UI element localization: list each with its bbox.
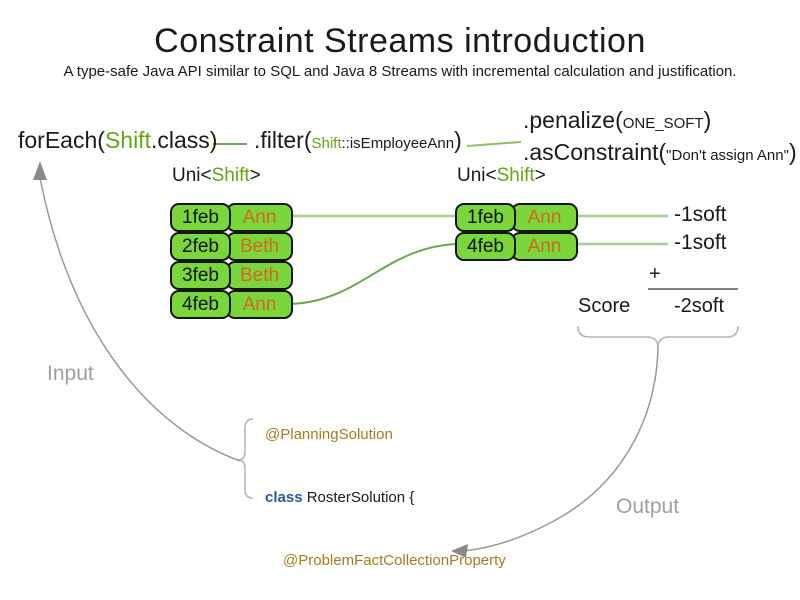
code-line-class-decl: class RosterSolution {: [265, 487, 517, 508]
asconstraint-post: ): [788, 139, 797, 165]
score-brace: [577, 325, 739, 347]
class-name: RosterSolution {: [302, 489, 415, 506]
shift-date-cell: 1feb: [455, 203, 516, 232]
penalize-expression: .penalize(ONE_SOFT): [523, 106, 797, 138]
class-keyword: class: [265, 489, 303, 506]
score-total: -2soft: [674, 295, 725, 317]
asconstraint-expression: .asConstraint("Don't assign Ann"): [523, 138, 797, 170]
page-subtitle: A type-safe Java API similar to SQL and …: [63, 63, 737, 80]
shift-employee-cell: Ann: [226, 290, 293, 319]
foreach-expression: forEach(Shift.class): [18, 127, 217, 154]
output-arrow-path: [463, 345, 659, 552]
shift-date-cell: 1feb: [170, 203, 231, 232]
input-arrowhead-icon: [33, 161, 47, 180]
penalize-post: ): [703, 107, 712, 133]
output-flow-label: Output: [616, 495, 680, 518]
foreach-post: .class): [150, 127, 218, 153]
roster-solution-code: @PlanningSolution class RosterSolution {…: [265, 382, 517, 600]
shift-employee-cell: Ann: [511, 203, 578, 232]
input-flow-label: Input: [47, 362, 94, 385]
penalty-value: -1soft: [674, 231, 727, 254]
filter-arg-rest: ::isEmployeeAnn: [341, 135, 455, 152]
page-title: Constraint Streams introduction: [154, 22, 646, 60]
shift-row: 4feb Ann: [170, 290, 294, 319]
plus-sign: +: [649, 263, 661, 285]
filter-arg-type: Shift: [311, 135, 342, 152]
uni-pre: Uni<: [457, 165, 497, 186]
shift-date-cell: 3feb: [170, 261, 231, 290]
penalty-value: -1soft: [674, 203, 727, 226]
planning-solution-annotation: @PlanningSolution: [265, 426, 393, 443]
asconstraint-arg: "Don't assign Ann": [666, 147, 789, 164]
filtered-stream-type-label: Uni<Shift>: [457, 165, 546, 187]
output-arrowhead-icon: [451, 544, 468, 558]
input-arrow-path: [39, 177, 241, 462]
shift-row: 3feb Beth: [170, 261, 294, 290]
shift-date-cell: 4feb: [455, 232, 516, 261]
shift-row: 1feb Ann: [170, 203, 294, 232]
match-curve-4feb: [289, 243, 458, 305]
asconstraint-pre: .asConstraint(: [523, 139, 667, 165]
uni-type: Shift: [496, 165, 535, 186]
filter-expression: .filter(Shift::isEmployeeAnn): [254, 127, 462, 154]
penalize-arg: ONE_SOFT: [622, 115, 704, 132]
foreach-type: Shift: [104, 127, 151, 153]
uni-post: >: [249, 165, 261, 186]
filter-pre: .filter(: [254, 127, 312, 153]
shift-row: 1feb Ann: [455, 203, 579, 232]
score-label: Score: [578, 295, 631, 317]
shift-employee-cell: Ann: [226, 203, 293, 232]
shift-row: 4feb Ann: [455, 232, 579, 261]
shift-employee-cell: Beth: [226, 261, 293, 290]
shift-date-cell: 4feb: [170, 290, 231, 319]
foreach-pre: forEach(: [18, 127, 105, 153]
uni-pre: Uni<: [172, 165, 212, 186]
shift-employee-cell: Beth: [226, 232, 293, 261]
shift-date-cell: 2feb: [170, 232, 231, 261]
problem-fact-annotation: @ProblemFactCollectionProperty: [283, 552, 506, 569]
uni-post: >: [534, 165, 546, 186]
penalize-pre: .penalize(: [523, 107, 623, 133]
filter-post: ): [454, 127, 462, 153]
shift-row: 2feb Beth: [170, 232, 294, 261]
code-brace: [237, 418, 254, 499]
pipeline-connector-2: [466, 141, 522, 147]
input-stream-type-label: Uni<Shift>: [172, 165, 261, 187]
shift-employee-cell: Ann: [511, 232, 578, 261]
penalize-block: .penalize(ONE_SOFT) .asConstraint("Don't…: [523, 106, 797, 170]
code-line-annotation: @PlanningSolution: [265, 424, 517, 445]
uni-type: Shift: [211, 165, 250, 186]
code-line-annotation: @ProblemFactCollectionProperty: [265, 550, 517, 571]
